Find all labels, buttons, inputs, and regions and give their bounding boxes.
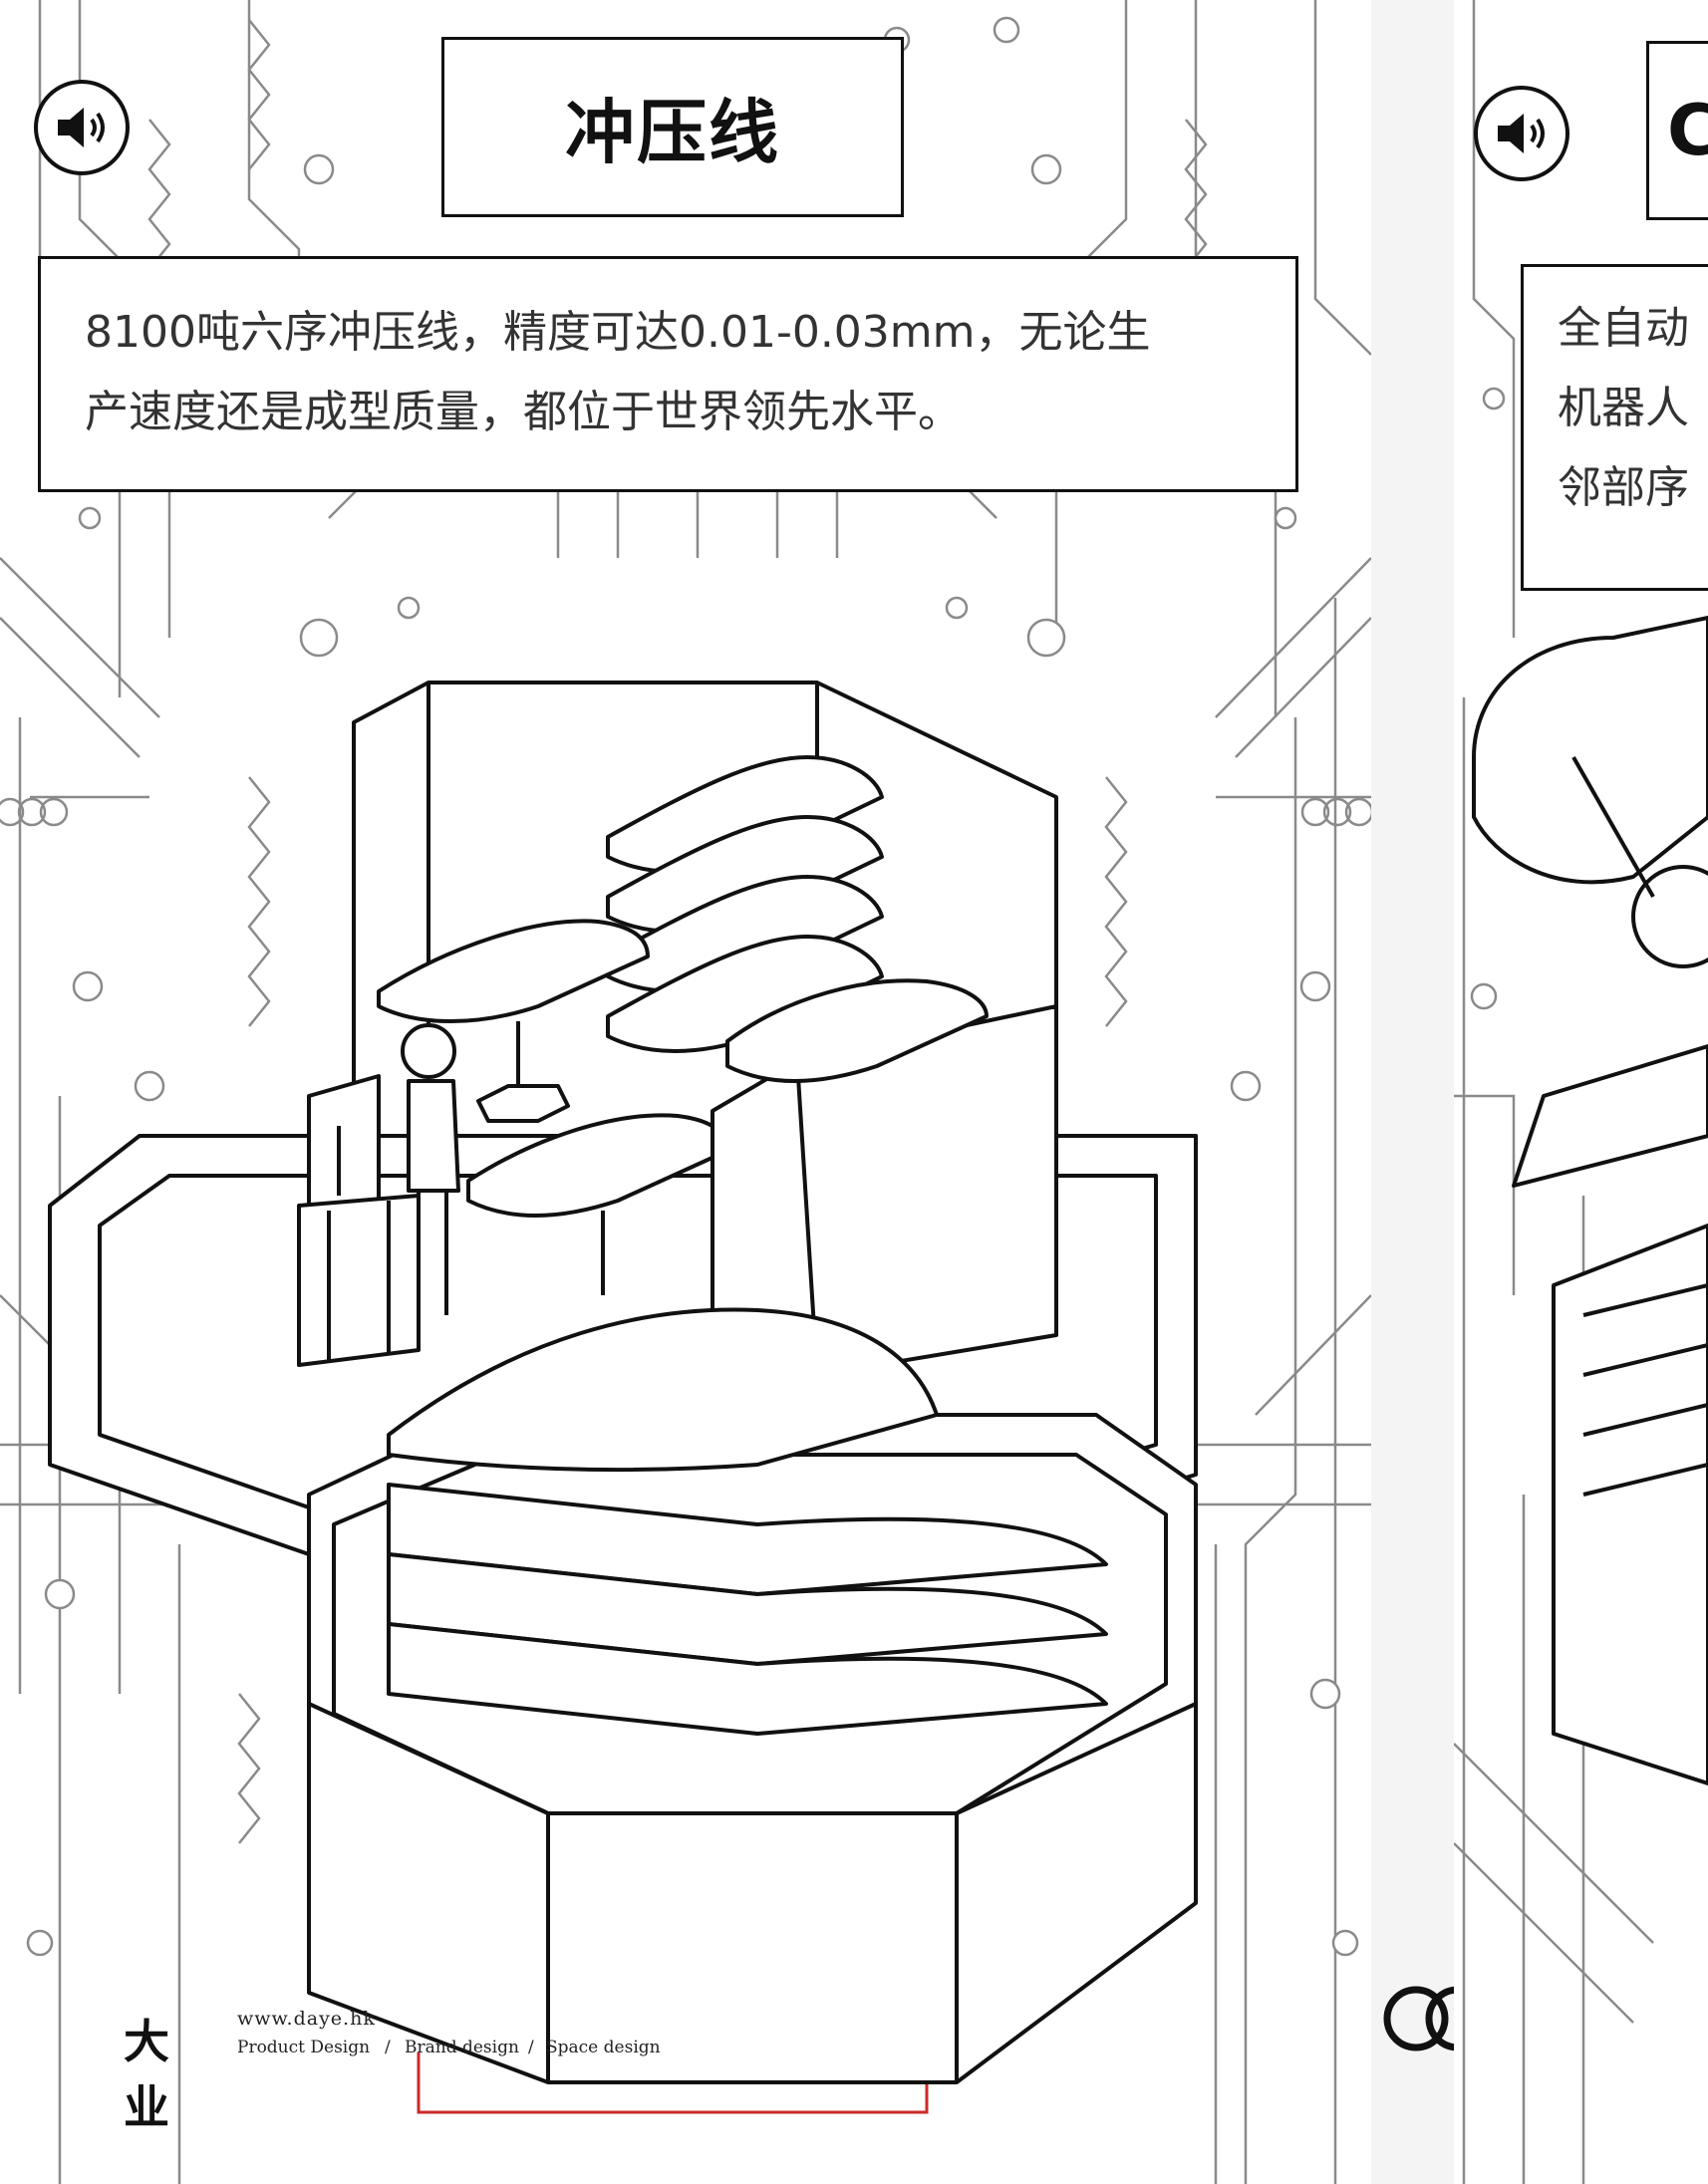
tag-product-design: Product Design [237, 2038, 371, 2057]
daye-logo: 大业 [124, 2015, 169, 2134]
description-text: 8100吨六序冲压线，精度可达0.01-0.03mm，无论生 产速度还是成型质量… [85, 307, 1151, 437]
title-box: C [1646, 41, 1708, 220]
page-title: C [1667, 90, 1708, 171]
tag-separator: / [528, 2038, 534, 2057]
audio-button[interactable] [34, 80, 130, 175]
panel-gutter [1371, 0, 1454, 2184]
panel-stamping-line: 冲压线 8100吨六序冲压线，精度可达0.01-0.03mm，无论生 产速度还是… [0, 0, 1371, 2184]
description-box: 8100吨六序冲压线，精度可达0.01-0.03mm，无论生 产速度还是成型质量… [38, 256, 1298, 492]
speaker-icon [58, 108, 105, 147]
stamping-line-illustration [48, 681, 1198, 2084]
page-title: 冲压线 [565, 92, 780, 173]
tag-brand-design: Brand design [405, 2038, 519, 2057]
website-link[interactable]: www.daye.hk [237, 2008, 376, 2030]
title-box: 冲压线 [441, 37, 904, 217]
tag-space-design: Space design [546, 2038, 661, 2057]
tag-separator: / [385, 2038, 391, 2057]
speaker-icon [1498, 114, 1545, 153]
circuit-background [1454, 0, 1708, 2184]
audio-button[interactable] [1474, 86, 1569, 181]
description-text: 全自动 机器人 邻部序 [1558, 303, 1689, 513]
circuit-background [0, 0, 1371, 2184]
description-box: 全自动 机器人 邻部序 [1521, 264, 1708, 591]
panel-next-slide: C 全自动 机器人 邻部序 [1454, 0, 1708, 2184]
